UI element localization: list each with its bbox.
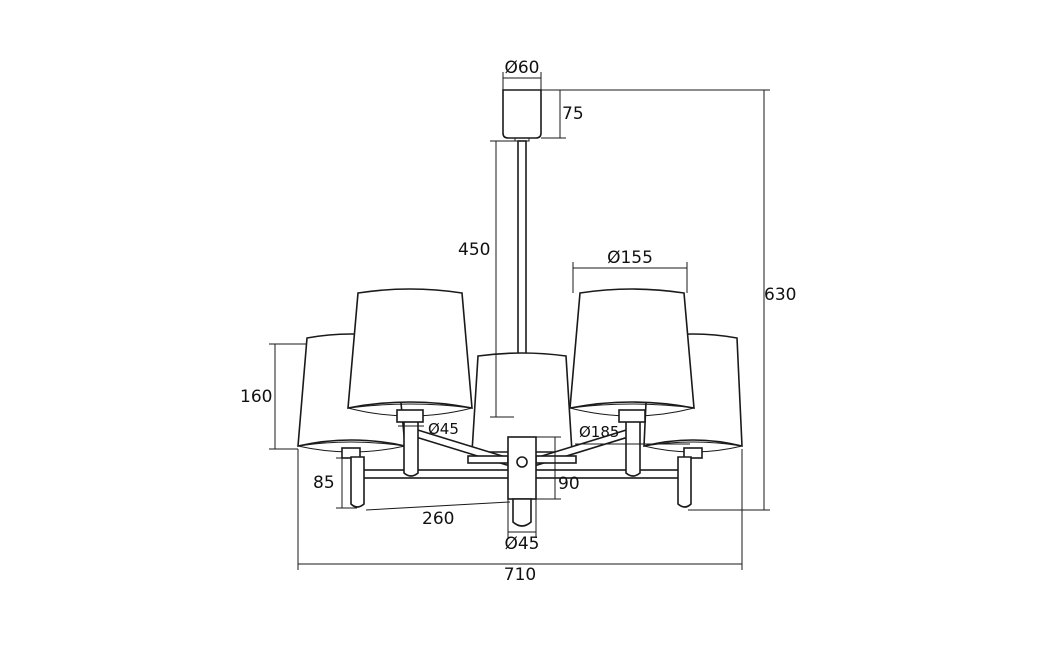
canopy	[502, 89, 542, 142]
label-arm-drop: 85	[313, 473, 335, 493]
central-hub	[507, 436, 537, 527]
shade-front-right	[569, 288, 695, 423]
label-total-height: 630	[764, 285, 796, 305]
label-shade-height: 160	[240, 387, 272, 407]
label-shade-bottom-diameter: Ø185	[579, 423, 619, 441]
label-arm-length: 260	[422, 509, 454, 529]
label-canopy-height: 75	[562, 104, 584, 124]
label-rod-length: 450	[458, 240, 490, 260]
label-hub-height: 90	[558, 474, 580, 494]
dimension-lines	[269, 72, 770, 570]
label-shade-top-diameter: Ø155	[607, 248, 653, 268]
label-total-width: 710	[504, 565, 536, 585]
label-holder-diameter: Ø45	[428, 420, 459, 438]
holders	[350, 420, 692, 508]
arms	[354, 425, 690, 479]
dimension-labels: Ø60 75 450 630 Ø155 160 Ø45 Ø185 85 260 …	[240, 58, 796, 585]
shade-front-left	[347, 288, 473, 423]
label-hub-diameter: Ø45	[504, 534, 539, 554]
shade-back-center	[471, 352, 573, 453]
label-canopy-diameter: Ø60	[504, 58, 539, 78]
